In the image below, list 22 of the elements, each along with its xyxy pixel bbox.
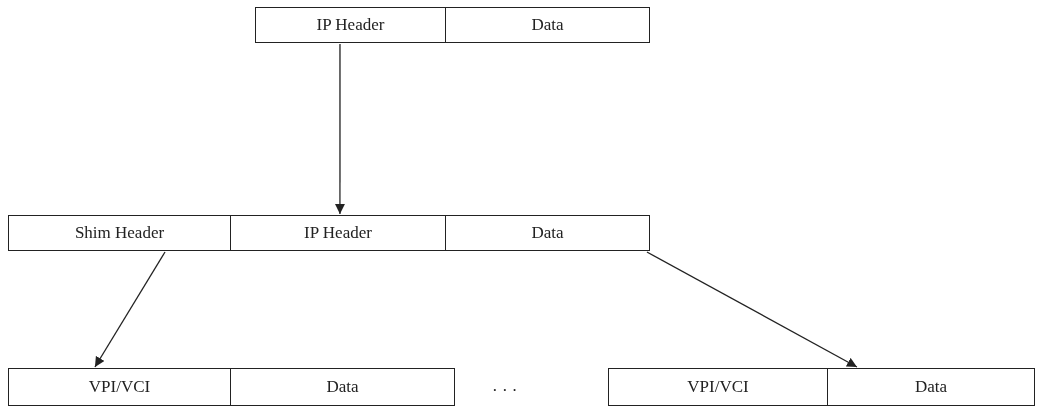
field-cell (8, 215, 231, 251)
field-label: IP Header (304, 223, 372, 243)
field-label: Data (531, 15, 564, 35)
field-label: Data (914, 377, 948, 397)
field-label: Data (531, 223, 564, 243)
field-cell (230, 368, 455, 406)
field-label: IP Header (316, 15, 385, 35)
field-label: VPI/VCI (687, 377, 749, 397)
arrow (646, 251, 858, 368)
field-label: Shim Header (74, 223, 165, 243)
field-cell (255, 7, 446, 43)
field-cell (8, 368, 231, 406)
field-cell (445, 215, 650, 251)
field-cell (445, 7, 650, 43)
field-cell (827, 368, 1035, 406)
arrow (334, 43, 345, 215)
field-label: VPI/VCI (88, 377, 151, 397)
ellipsis: · · · (492, 381, 518, 401)
arrow (94, 251, 166, 368)
field-cell (608, 368, 828, 406)
field-cell (230, 215, 446, 251)
field-label: Data (326, 377, 359, 397)
